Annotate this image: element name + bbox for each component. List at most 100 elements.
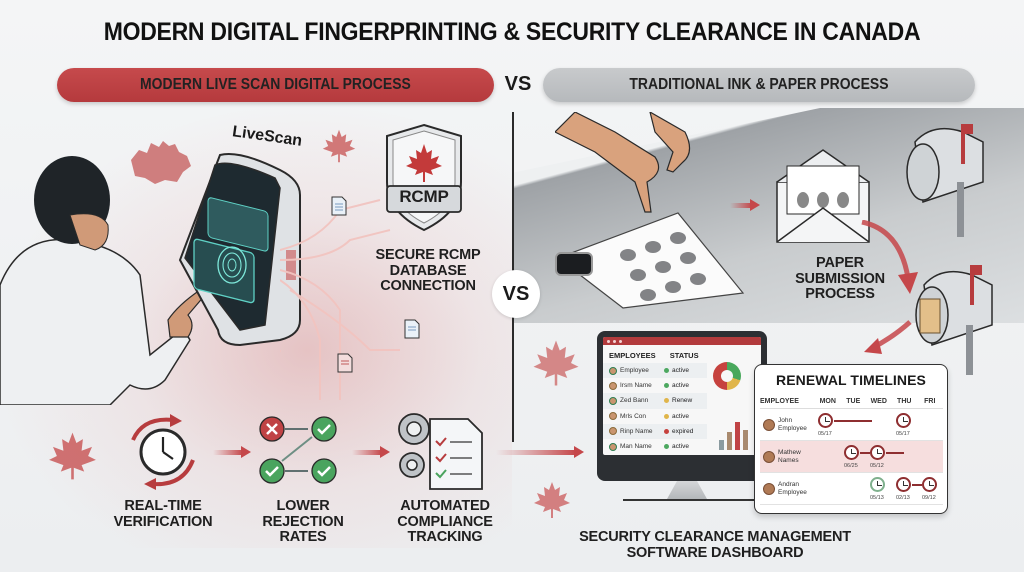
timeline-arrow [886, 452, 904, 454]
employee-first-name: Andran [778, 481, 799, 489]
vs-badge-middle: VS [492, 270, 540, 318]
modern-process-label: MODERN LIVE SCAN DIGITAL PROCESS [140, 76, 411, 93]
canada-map-icon [131, 141, 191, 184]
employee-name: Man Name [620, 443, 652, 451]
column-header-tue: TUE [846, 397, 861, 405]
clock-icon [870, 477, 885, 492]
feature-label-line: RATES [279, 529, 327, 546]
table-row[interactable]: Mrls Con active [603, 409, 707, 424]
status-text: Renew [672, 397, 693, 405]
table-row[interactable]: Rinp Name expired [603, 423, 707, 439]
traditional-process-label: TRADITIONAL INK & PAPER PROCESS [629, 76, 889, 93]
donut-chart-icon [713, 362, 741, 390]
feature-label-rejection: LOWER REJECTION RATES [248, 498, 358, 546]
vs-label-top: VS [504, 73, 532, 95]
gear-checklist-icon [398, 413, 483, 490]
avatar [763, 450, 775, 463]
avatar [763, 482, 775, 495]
avatar [609, 442, 617, 451]
feature-label-line: REAL-TIME [124, 498, 202, 514]
page-title: MODERN DIGITAL FINGERPRINTING & SECURITY… [103, 18, 921, 46]
status-dot [664, 398, 669, 404]
avatar [609, 412, 617, 421]
renewal-date: 06/25 [844, 463, 858, 469]
feature-label-line: AUTOMATED [400, 498, 490, 514]
feature-label-compliance: AUTOMATED COMPLIANCE TRACKING [385, 498, 505, 546]
status-dot [664, 368, 669, 374]
rcmp-caption-line: DATABASE [389, 262, 467, 279]
column-header-fri: FRI [924, 397, 936, 405]
monitor-stand [667, 481, 707, 499]
maple-leaf-icon [322, 129, 356, 163]
table-row[interactable]: Zed Bann Renew [603, 393, 707, 409]
flow-arrow [352, 446, 390, 458]
renewal-title: RENEWAL TIMELINES [775, 372, 926, 388]
status-text: expired [672, 427, 694, 435]
feature-label-line: LOWER [276, 498, 330, 514]
renewal-date: 05/12 [870, 463, 884, 469]
flow-arrow [730, 199, 760, 211]
traditional-process-pill: TRADITIONAL INK & PAPER PROCESS [543, 68, 975, 102]
column-header-employee: EMPLOYEE [760, 397, 799, 405]
column-header-mon: MON [819, 397, 836, 405]
modern-process-pill: MODERN LIVE SCAN DIGITAL PROCESS [57, 68, 494, 102]
employee-table-header: EMPLOYEES STATUS [603, 345, 761, 363]
table-row[interactable]: Man Name active [603, 439, 707, 454]
check-flow-icon [259, 416, 337, 484]
renewal-date: 05/17 [818, 431, 832, 437]
feature-label-line: REJECTION [262, 513, 344, 530]
caption-line: PAPER [816, 255, 864, 271]
status-text: active [672, 443, 689, 451]
employee-last-name: Employee [778, 424, 807, 432]
envelope-icon [776, 149, 870, 243]
employee-name: Rinp Name [620, 427, 653, 435]
avatar [609, 366, 617, 375]
feature-label-line: VERIFICATION [113, 513, 213, 530]
column-header-thu: THU [897, 397, 912, 405]
rcmp-shield-icon [386, 123, 462, 232]
rcmp-caption-line: SECURE RCMP [375, 247, 481, 263]
rcmp-badge-text: RCMP [399, 187, 449, 206]
status-text: active [672, 382, 689, 390]
avatar [609, 396, 617, 405]
maple-leaf-icon [533, 340, 579, 386]
clock-icon [896, 413, 911, 428]
caption-line: PROCESS [805, 286, 875, 303]
curved-arrow-icon [861, 220, 918, 294]
employee-last-name: Names [778, 456, 799, 464]
avatar [609, 427, 617, 436]
caption-line: SECURITY CLEARANCE MANAGEMENT [579, 529, 851, 545]
document-icon [337, 353, 353, 373]
monitor-base-line [623, 499, 803, 501]
caption-line: SOFTWARE DASHBOARD [626, 544, 804, 561]
clock-icon [896, 477, 911, 492]
renewal-timelines-card: RENEWAL TIMELINES EMPLOYEE MON TUE WED T… [754, 364, 948, 514]
employee-name: Mrls Con [620, 412, 647, 420]
mailbox-full-icon [915, 265, 993, 375]
renewal-date: 02/13 [896, 495, 910, 501]
clock-icon [870, 445, 885, 460]
status-dot [664, 444, 669, 450]
maple-leaf-icon [534, 482, 570, 518]
status-text: active [672, 412, 689, 420]
renewal-date: 05/17 [896, 431, 910, 437]
renewal-date: 05/13 [870, 495, 884, 501]
column-header-wed: WED [870, 397, 887, 405]
document-icon [404, 319, 420, 339]
fingerprint-card-icon [555, 212, 745, 309]
feature-label-line: TRACKING [407, 529, 483, 546]
hands-illustration [555, 112, 691, 213]
employee-name: Zed Bann [620, 397, 649, 405]
rcmp-caption: SECURE RCMP DATABASE CONNECTION [368, 247, 488, 295]
timeline-arrow [912, 484, 922, 486]
